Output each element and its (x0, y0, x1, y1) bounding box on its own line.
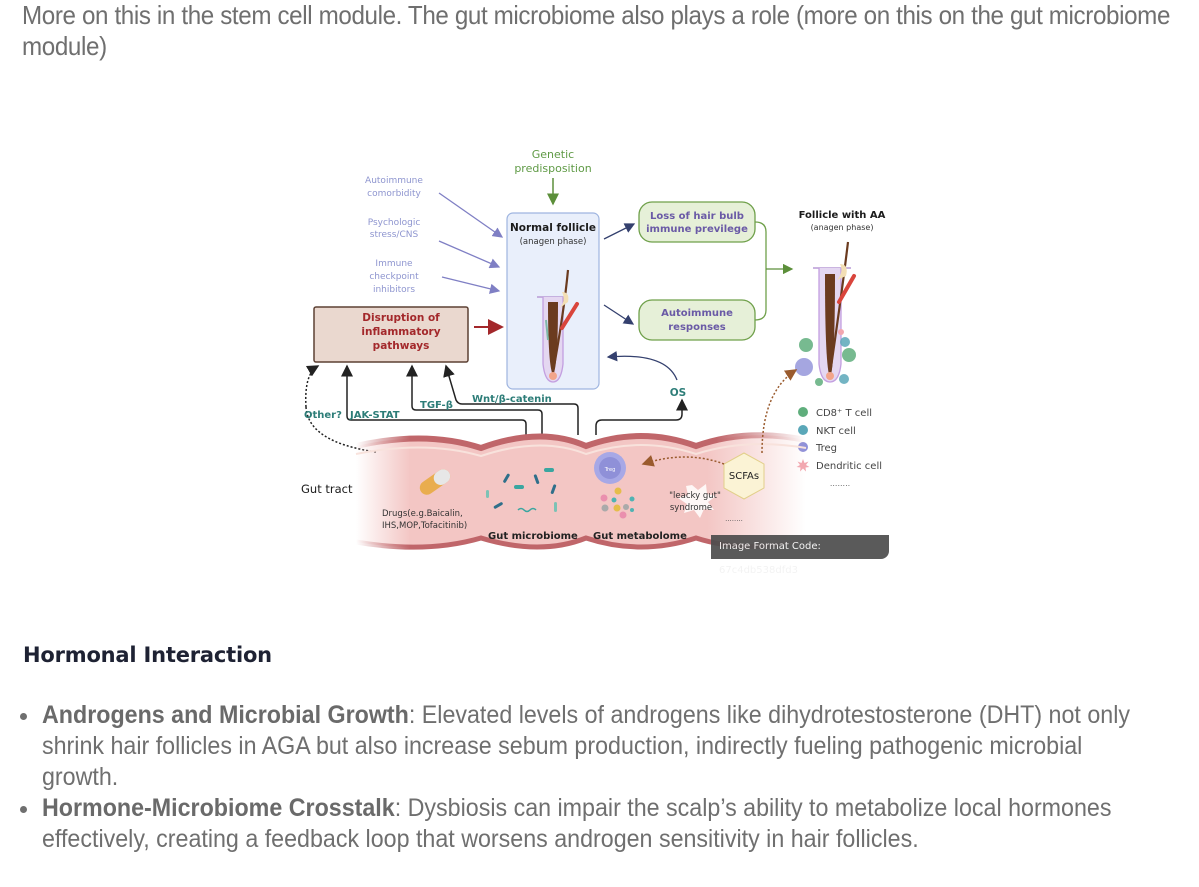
alopecia-areata-gut-axis-figure: Genetic predisposition Autoimmune comorb… (296, 142, 896, 562)
loss-of-immune-privilege-box: Loss of hair bulb immune previlege (638, 201, 756, 243)
svg-text:SCFAs: SCFAs (729, 471, 759, 482)
treg-cell-icon: Treg (594, 452, 626, 484)
svg-text:inflammatory: inflammatory (361, 326, 440, 338)
list-item: Androgens and Microbial Growth: Elevated… (0, 700, 1199, 793)
trigger-immune-checkpoint-inhibitors: Immune checkpoint inhibitors (369, 259, 419, 295)
jak-stat-line (341, 364, 527, 435)
pathway-wnt-label: Wnt/β-catenin (472, 394, 552, 405)
list-item: Hormone-Microbiome Crosstalk: Dysbiosis … (0, 793, 1199, 855)
genetic-predisposition-label: Genetic predisposition (514, 148, 591, 175)
svg-text:Genetic: Genetic (532, 148, 574, 161)
microbes-icon (486, 468, 557, 513)
scfas-to-treg-arrow (641, 455, 725, 467)
gut-microbiome-label: Gut microbiome (488, 531, 578, 542)
leaky-gut-label: "leacky gut" syndrome ........ (669, 484, 743, 523)
autoimmune-responses-box: Autoimmune responses (638, 299, 756, 341)
pathway-os-label: OS (670, 387, 687, 399)
pathway-jak-stat-label: JAK-STAT (349, 410, 400, 421)
svg-text:........: ........ (830, 479, 850, 488)
cell-legend: CD8⁺ T cell NKT cell Treg Dendritic cell… (796, 407, 882, 488)
legend-item: CD8⁺ T cell (798, 407, 872, 419)
arrow-to-loss (603, 223, 636, 240)
svg-text:checkpoint: checkpoint (369, 272, 419, 282)
trigger-arrow (438, 240, 501, 269)
svg-text:stress/CNS: stress/CNS (370, 230, 419, 240)
intro-paragraph: More on this in the stem cell module. Th… (22, 0, 1171, 61)
svg-text:CD8⁺ T cell: CD8⁺ T cell (816, 408, 872, 419)
svg-text:Autoimmune: Autoimmune (365, 176, 423, 186)
svg-text:NKT cell: NKT cell (816, 426, 856, 437)
svg-text:syndrome: syndrome (670, 503, 712, 513)
trigger-arrow (441, 276, 501, 294)
other-line (305, 365, 320, 408)
normal-follicle-box: Normal follicle (anagen phase) (506, 212, 600, 390)
gut-metabolome-label: Gut metabolome (593, 531, 687, 542)
bullet-term: Hormone-Microbiome Crosstalk (42, 794, 395, 822)
trigger-autoimmune-comorbidity: Autoimmune comorbidity (365, 176, 423, 199)
legend-item: NKT cell (798, 425, 856, 437)
svg-text:Immune: Immune (375, 259, 413, 269)
bullet-text: : Elevated levels of androgens like dihy… (42, 701, 1130, 791)
svg-text:predisposition: predisposition (514, 162, 591, 175)
drug-capsule-icon (419, 469, 451, 495)
hair-follicle-icon (537, 269, 579, 383)
os-to-follicle-arrow (606, 351, 678, 381)
bullet-icon (20, 806, 27, 813)
bullet-text: : Dysbiosis can impair the scalp’s abili… (42, 794, 1112, 853)
svg-text:Follicle with AA: Follicle with AA (799, 210, 886, 221)
svg-text:responses: responses (668, 322, 726, 333)
svg-text:Normal follicle: Normal follicle (510, 222, 596, 234)
svg-text:comorbidity: comorbidity (367, 189, 421, 199)
gut-tract-label: Gut tract (301, 482, 353, 496)
svg-text:Treg: Treg (815, 443, 837, 454)
os-line (595, 398, 688, 435)
svg-text:inhibitors: inhibitors (373, 285, 415, 295)
section-heading-hormonal-interaction: Hormonal Interaction (23, 643, 272, 667)
svg-text:Treg: Treg (604, 467, 616, 473)
trigger-psychologic-stress: Psychologic stress/CNS (368, 218, 421, 240)
svg-text:Loss of hair bulb: Loss of hair bulb (650, 211, 744, 222)
hormonal-interaction-list: Androgens and Microbial Growth: Elevated… (0, 700, 1199, 855)
svg-text:"leacky gut": "leacky gut" (669, 491, 721, 501)
arrow-to-autoimmune (603, 304, 635, 325)
bullet-term: Androgens and Microbial Growth (42, 701, 409, 729)
scfas-to-follicle-arrow (761, 369, 798, 454)
svg-text:(anagen phase): (anagen phase) (520, 237, 587, 247)
tgf-beta-line (406, 364, 543, 435)
bullet-icon (20, 713, 27, 720)
follicle-with-aa: Follicle with AA (anagen phase) (795, 210, 886, 386)
svg-text:(anagen phase): (anagen phase) (811, 223, 874, 232)
drugs-label-line1: Drugs(e.g.Baicalin, (382, 509, 463, 519)
image-format-code-badge: Image Format Code: 67c4db538dfd3 (711, 535, 889, 576)
merge-bracket (754, 221, 767, 321)
metabolites-icon (600, 487, 635, 519)
svg-text:immune previlege: immune previlege (646, 224, 748, 235)
svg-text:Psychologic: Psychologic (368, 218, 421, 228)
svg-text:........: ........ (725, 515, 743, 523)
disruption-inflammatory-pathways-box: Disruption of inflammatory pathways (313, 306, 469, 363)
legend-item: Dendritic cell (796, 459, 882, 472)
svg-text:Dendritic cell: Dendritic cell (816, 461, 882, 472)
wnt-line (443, 364, 579, 435)
trigger-arrow (438, 192, 504, 238)
drugs-label-line2: IHS,MOP,Tofacitinib) (382, 521, 467, 531)
svg-text:Autoimmune: Autoimmune (661, 308, 733, 319)
svg-text:pathways: pathways (373, 340, 430, 352)
svg-text:Disruption of: Disruption of (362, 312, 440, 324)
pathway-other-label: Other? (304, 410, 342, 421)
pathway-tgf-beta-label: TGF-β (420, 400, 453, 411)
